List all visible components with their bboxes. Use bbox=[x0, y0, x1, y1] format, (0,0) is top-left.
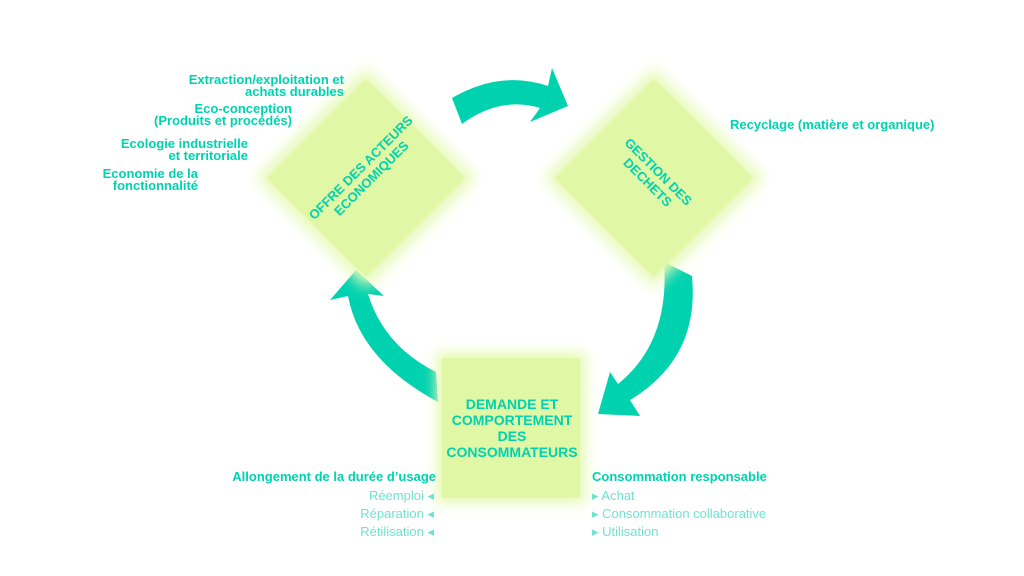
arrow-offre-to-gestion bbox=[452, 68, 568, 124]
offre-item-4b: fonctionnalité bbox=[112, 178, 198, 193]
offre-item-1b: achats durables bbox=[245, 84, 344, 99]
offre-item-2b: (Produits et procédés) bbox=[154, 113, 292, 128]
right-list-title: Consommation responsable bbox=[592, 469, 767, 484]
demande-title: DEMANDE ET COMPORTEMENT DES CONSOMMATEUR… bbox=[446, 396, 578, 460]
demande-box bbox=[442, 358, 580, 498]
offre-item-4: Economie de la bbox=[102, 166, 198, 181]
left-list-item: Réparation ◂ bbox=[360, 506, 434, 521]
left-list-item: Réemploi ◂ bbox=[368, 488, 434, 503]
offre-item-3b: et territoriale bbox=[168, 148, 248, 163]
left-list-item: Rétilisation ◂ bbox=[360, 524, 434, 539]
offre-item-1: Extraction/exploitation et bbox=[188, 72, 344, 87]
right-list-item: ▸ Achat bbox=[592, 488, 635, 503]
right-list-item: ▸ Consommation collaborative bbox=[592, 506, 767, 521]
right-list-item: ▸ Utilisation bbox=[592, 524, 659, 539]
offre-item-2: Eco-conception bbox=[194, 101, 292, 116]
arrow-gestion-to-demande bbox=[598, 262, 693, 416]
offre-item-3: Ecologie industrielle bbox=[120, 136, 248, 151]
left-list-title: Allongement de la durée d’usage bbox=[232, 469, 436, 484]
gestion-item: Recyclage (matière et organique) bbox=[730, 117, 935, 132]
arrow-demande-to-offre bbox=[330, 270, 438, 402]
